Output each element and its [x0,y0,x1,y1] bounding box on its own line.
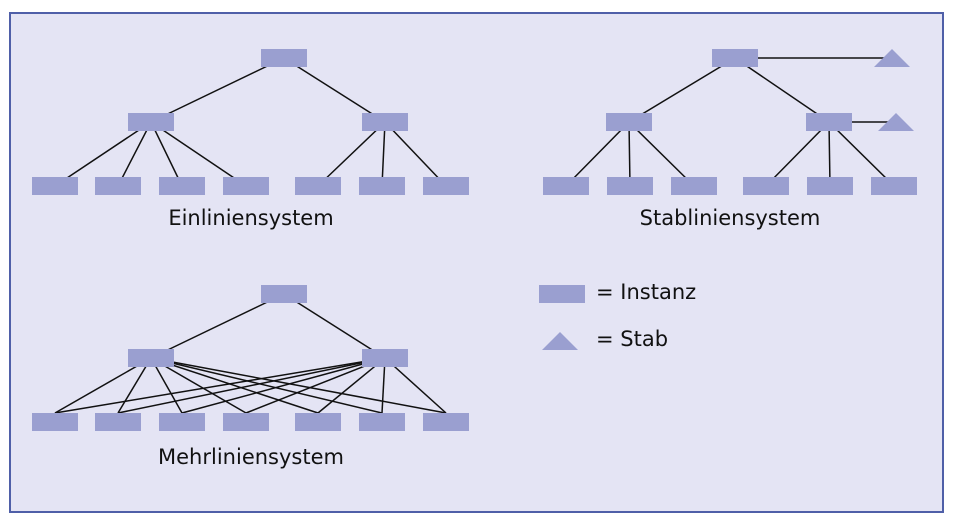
mehrlinien-instanz-box [261,285,307,303]
mehrlinien-connector [117,357,152,414]
stablinien-instanz-box [671,177,717,195]
stablinien-stab-triangle [874,49,910,67]
stablinien-stab-triangle [878,113,914,131]
stablinien-instanz-box [807,177,853,195]
mehrlinien-connector [117,357,386,414]
mehrlinien-instanz-box [128,349,174,367]
mehrlinien-connector [54,357,152,414]
caption-stabliniensystem: Stabliniensystem [639,206,821,230]
einlinien-instanz-box [128,113,174,131]
stablinien-connector [628,121,631,187]
einlinien-connector [150,57,285,123]
einlinien-instanz-box [159,177,205,195]
mehrlinien-connector [317,357,386,414]
stablinien-instanz-box [712,49,758,67]
mehrlinien-connector [150,357,383,414]
legend-stab-triangle [542,332,578,350]
mehrlinien-connector [150,357,247,414]
stablinien-connector [565,121,630,187]
caption-mehrliniensystem: Mehrliniensystem [158,445,344,469]
mehrlinien-instanz-box [95,413,141,431]
einlinien-instanz-box [261,49,307,67]
stablinien-connector [628,57,736,123]
mehrlinien-connector [245,357,386,414]
einlinien-connector [283,57,386,123]
mehrlinien-connector [150,357,319,414]
mehrlinien-connector [150,357,183,414]
stablinien-instanz-box [806,113,852,131]
caption-einliniensystem: Einliniensystem [168,206,334,230]
stablinien-instanz-box [606,113,652,131]
einlinien-instanz-box [359,177,405,195]
stablinien-connector [828,121,895,187]
einlinien-connector [150,121,247,187]
einlinien-connector [54,121,152,187]
mehrlinien-connector [150,293,285,359]
mehrlinien-instanz-box [423,413,469,431]
legend-instanz-box [539,285,585,303]
mehrlinien-connector [54,357,386,414]
einlinien-instanz-box [295,177,341,195]
einlinien-connector [150,121,183,187]
legend-instanz-label: = Instanz [596,280,697,304]
mehrlinien-instanz-box [32,413,78,431]
mehrlinien-instanz-box [223,413,269,431]
mehrlinien-connector [381,357,386,414]
mehrlinien-connector [283,293,386,359]
stablinien-instanz-box [607,177,653,195]
stablinien-instanz-box [743,177,789,195]
einlinien-instanz-box [223,177,269,195]
mehrlinien-connector [181,357,386,414]
einlinien-connector [317,121,386,187]
stablinien-connector [828,121,831,187]
mehrlinien-instanz-box [295,413,341,431]
einlinien-connector [384,121,447,187]
einlinien-connector [381,121,386,187]
stablinien-instanz-box [543,177,589,195]
mehrlinien-instanz-box [362,349,408,367]
einlinien-instanz-box [32,177,78,195]
stablinien-instanz-box [871,177,917,195]
einlinien-instanz-box [95,177,141,195]
legend-stab-label: = Stab [596,327,669,351]
stablinien-connector [765,121,830,187]
mehrlinien-instanz-box [159,413,205,431]
einlinien-connector [117,121,152,187]
stablinien-connector [734,57,830,123]
einlinien-instanz-box [362,113,408,131]
stablinien-connector [628,121,695,187]
mehrlinien-connector [150,357,447,414]
mehrlinien-connector [384,357,447,414]
mehrlinien-instanz-box [359,413,405,431]
einlinien-instanz-box [423,177,469,195]
